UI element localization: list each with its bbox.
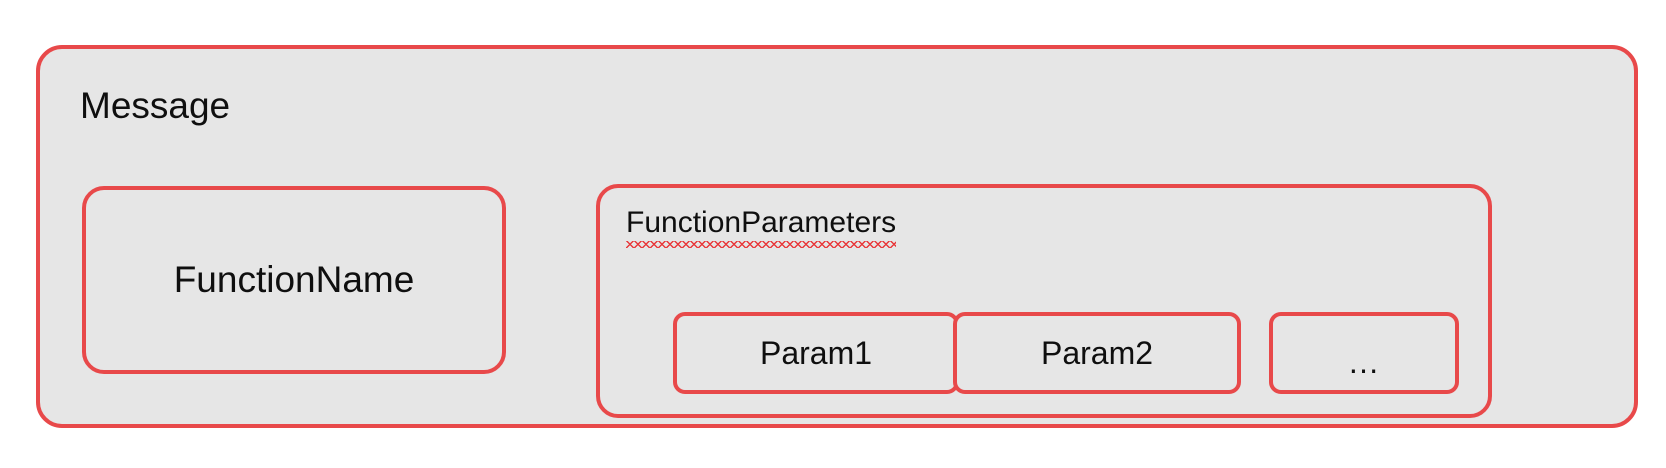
message-box: Message FunctionName FunctionParameters …	[36, 45, 1638, 428]
function-parameters-box: FunctionParameters Param1 Param2 …	[596, 184, 1492, 418]
param-box: Param1	[673, 312, 959, 394]
function-name-box: FunctionName	[82, 186, 506, 374]
function-name-label: FunctionName	[173, 259, 415, 300]
param-label-ellipsis: …	[1347, 344, 1381, 380]
param-label: Param2	[1040, 335, 1154, 371]
param-box: Param2	[953, 312, 1241, 394]
message-label: Message	[80, 85, 231, 126]
param-box-ellipsis: …	[1269, 312, 1459, 394]
function-parameters-label: FunctionParameters	[626, 205, 897, 248]
param-label: Param1	[759, 335, 873, 371]
function-parameters-label-text: FunctionParameters	[626, 206, 897, 239]
spellcheck-squiggle-underline	[626, 241, 897, 248]
